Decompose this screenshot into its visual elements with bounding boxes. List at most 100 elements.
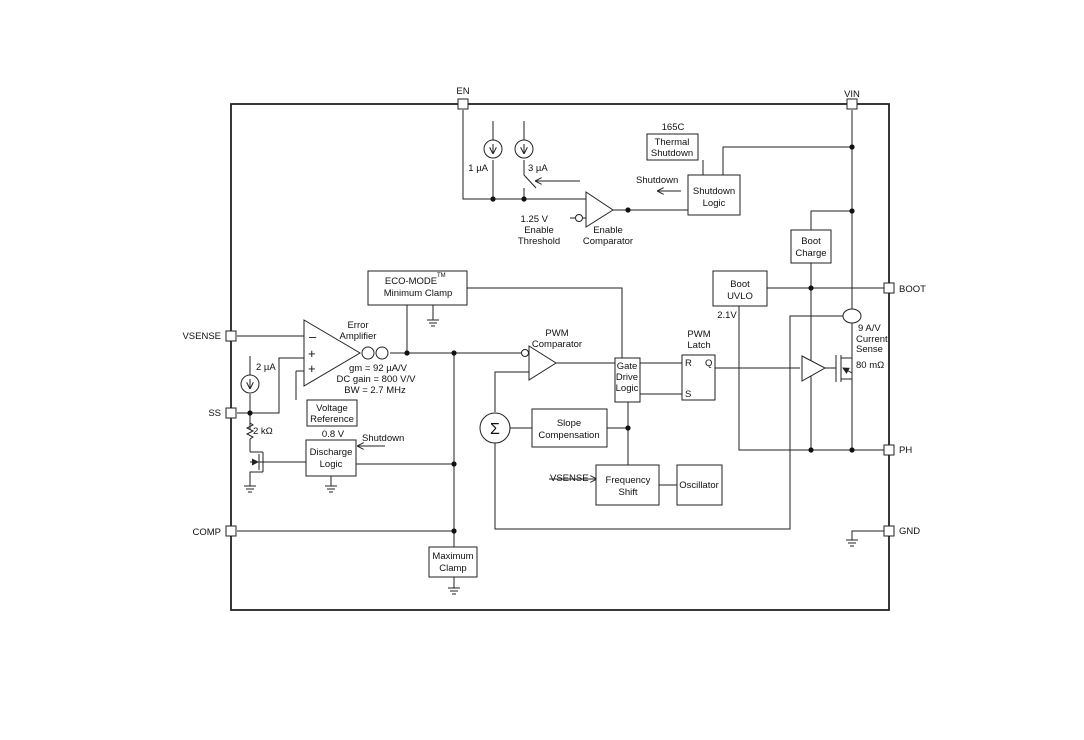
pwm-latch-label-2: Latch — [687, 340, 710, 351]
error-amplifier: – + + Error Amplifier gm = 92 µA/V DC ga… — [303, 319, 417, 396]
boot-uvlo-block: Boot UVLO 2.1V — [712, 270, 768, 321]
pin-boot-label: BOOT — [899, 284, 926, 295]
discharge-shutdown-label: Shutdown — [362, 433, 404, 444]
freq-label-1: Frequency — [606, 475, 651, 486]
current-sense: 9 A/V Current Sense 80 mΩ — [842, 308, 888, 371]
enable-voltage-label: 1.25 V — [521, 214, 549, 225]
boot-uvlo-label-2: UVLO — [727, 291, 753, 302]
sigma-symbol: Σ — [490, 421, 500, 438]
err-amp-gm: gm = 92 µA/V — [349, 363, 408, 374]
vref-label-1: Voltage — [316, 403, 348, 414]
gate-drive-label-1: Gate — [617, 361, 638, 372]
pin-ss-label: SS — [208, 408, 221, 419]
oscillator-block: Oscillator — [676, 464, 723, 506]
freq-label-2: Shift — [618, 487, 637, 498]
enable-threshold-label-2: Threshold — [518, 236, 560, 247]
pin-gnd-label: GND — [899, 526, 920, 537]
thermal-label-1: Thermal — [655, 137, 690, 148]
enable-threshold-label-1: Enable — [524, 225, 554, 236]
thermal-shutdown-block: 165C Thermal Shutdown — [646, 122, 699, 161]
current-source-1ua: 1 µA — [468, 139, 503, 174]
slope-label-1: Slope — [557, 418, 581, 429]
ic-frame — [230, 103, 890, 611]
err-amp-label-2: Amplifier — [340, 331, 377, 342]
thermal-label-2: Shutdown — [651, 148, 693, 159]
err-amp-label-1: Error — [347, 320, 368, 331]
pin-vin: VIN — [844, 89, 860, 110]
slope-compensation-block: Slope Compensation — [531, 408, 608, 448]
shutdown-logic-block: Shutdown Shutdown Logic — [636, 174, 741, 216]
gate-drive-label-3: Logic — [616, 383, 639, 394]
summing-node: Σ — [479, 412, 511, 444]
vref-voltage-label: 0.8 V — [322, 429, 345, 440]
pwm-comparator-label-2: Comparator — [532, 339, 582, 350]
current-sense-label-2: Sense — [856, 344, 883, 355]
discharge-label-2: Logic — [320, 459, 343, 470]
current-1ua-label: 1 µA — [468, 163, 488, 174]
err-amp-dcgain: DC gain = 800 V/V — [337, 374, 417, 385]
err-amp-plus-1: + — [308, 346, 316, 361]
pin-vsense-label: VSENSE — [182, 331, 221, 342]
max-clamp-label-2: Clamp — [439, 563, 466, 574]
gate-drive-label-2: Drive — [616, 372, 638, 383]
max-clamp-label-1: Maximum — [432, 551, 473, 562]
pin-ph: PH — [883, 444, 912, 456]
err-amp-plus-2: + — [308, 361, 316, 376]
eco-mode-label: ECO-MODE — [385, 276, 437, 287]
junction-dots — [247, 144, 855, 534]
high-side-driver — [801, 355, 827, 382]
shutdown-arrow-label: Shutdown — [636, 175, 678, 186]
thermal-temp-label: 165C — [662, 122, 685, 133]
eco-tm-label: TM — [437, 273, 446, 279]
wires — [237, 110, 885, 588]
freq-vsense-label: VSENSE — [550, 473, 589, 484]
ground-symbols — [244, 319, 858, 595]
uvlo-voltage-label: 2.1V — [717, 310, 737, 321]
discharge-logic-block: Discharge Logic — [305, 439, 357, 477]
pin-vsense: VSENSE — [182, 330, 237, 342]
latch-r: R — [685, 358, 692, 369]
enable-comparator-label-2: Comparator — [583, 236, 633, 247]
pwm-comparator: PWM Comparator — [521, 328, 582, 381]
current-sense-label-1: Current — [856, 334, 888, 345]
pin-comp-label: COMP — [193, 527, 222, 538]
ss-current-label: 2 µA — [256, 362, 276, 373]
pin-comp: COMP — [193, 525, 237, 538]
pin-ph-label: PH — [899, 445, 912, 456]
oscillator-label: Oscillator — [679, 480, 719, 491]
boot-uvlo-label-1: Boot — [730, 279, 750, 290]
mosfet-rds-label: 80 mΩ — [856, 360, 884, 371]
pwm-latch-block: PWM Latch R Q S — [681, 329, 716, 401]
boot-charge-label-2: Charge — [795, 248, 826, 259]
shutdown-logic-label-2: Logic — [703, 198, 726, 209]
boot-charge-block: Boot Charge — [790, 229, 832, 264]
resistor-label: 2 kΩ — [253, 426, 273, 437]
current-source-3ua: 3 µA — [514, 139, 548, 174]
pin-en-label: EN — [456, 86, 469, 97]
eco-clamp-label: Minimum Clamp — [384, 288, 453, 299]
shutdown-logic-label-1: Shutdown — [693, 186, 735, 197]
gate-drive-logic-block: Gate Drive Logic — [614, 357, 641, 403]
pin-vin-label: VIN — [844, 89, 860, 100]
discharge-label-1: Discharge — [310, 447, 353, 458]
vref-label-2: Reference — [310, 414, 354, 425]
enable-comparator-label-1: Enable — [593, 225, 623, 236]
err-amp-minus: – — [309, 329, 317, 344]
enable-comparator: 1.25 V Enable Threshold Enable Comparato… — [518, 191, 633, 247]
pin-ss: SS — [208, 407, 237, 419]
current-3ua-label: 3 µA — [528, 163, 548, 174]
latch-s: S — [685, 389, 691, 400]
ss-current-source: 2 µA — [240, 362, 276, 394]
pwm-latch-label-1: PWM — [687, 329, 710, 340]
voltage-reference-block: Voltage Reference — [306, 399, 358, 427]
maximum-clamp-block: Maximum Clamp — [428, 546, 478, 578]
latch-q: Q — [705, 358, 712, 369]
slope-label-2: Compensation — [538, 430, 599, 441]
boot-charge-label-1: Boot — [801, 236, 821, 247]
frequency-shift-block: VSENSE Frequency Shift — [550, 464, 660, 506]
pin-boot: BOOT — [883, 282, 926, 295]
pwm-comparator-label-1: PWM — [545, 328, 568, 339]
pin-gnd: GND — [883, 525, 920, 537]
eco-mode-clamp-block: ECO-MODE TM Minimum Clamp — [367, 270, 468, 306]
